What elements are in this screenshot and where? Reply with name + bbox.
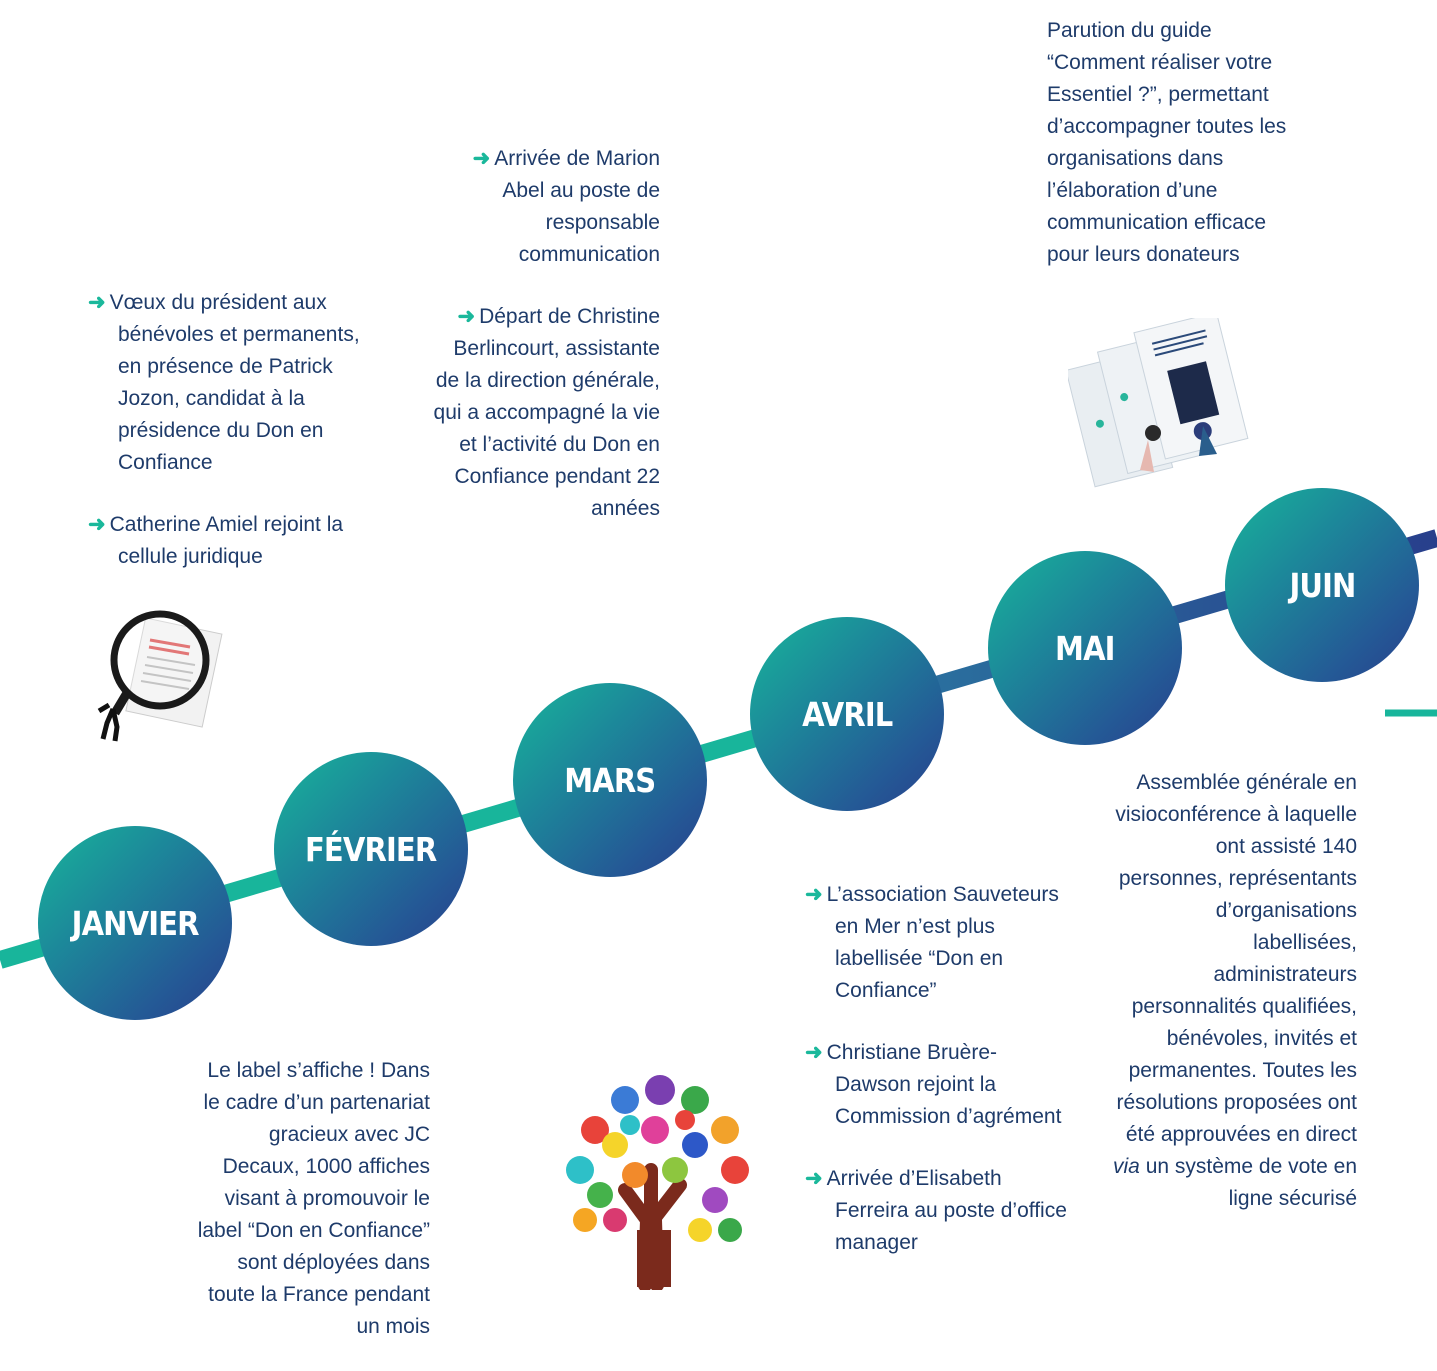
guide-booklets-icon (1068, 318, 1249, 488)
mars-events: ➜Arrivée de Marion Abel au poste de resp… (430, 143, 660, 555)
hands-tree-icon (566, 1075, 749, 1290)
janvier-event: ➜Catherine Amiel rejoint la cellule juri… (88, 513, 344, 568)
avril-event: ➜Arrivée d’Elisabeth Ferreira au poste d… (805, 1167, 1067, 1254)
mars-event: ➜Départ de Christine Berlincourt, assist… (433, 305, 660, 520)
arrow-right-icon: ➜ (457, 305, 476, 328)
month-label-juin: JUIN (1288, 565, 1356, 605)
arrow-right-icon: ➜ (805, 1167, 823, 1190)
month-circle-janvier: JANVIER (38, 826, 232, 1020)
janvier-events: ➜Vœux du président aux bénévoles et perm… (88, 287, 388, 603)
month-circle-mars: MARS (513, 683, 707, 877)
month-label-avril: AVRIL (801, 694, 893, 734)
month-circle-fevrier: FÉVRIER (274, 752, 468, 946)
mars-event: ➜Arrivée de Marion Abel au poste de resp… (472, 147, 660, 266)
arrow-right-icon: ➜ (805, 883, 823, 906)
arrow-right-icon: ➜ (88, 513, 106, 536)
avril-event: ➜L’association Sauveteurs en Mer n’est p… (805, 883, 1059, 1002)
fevrier-event: Le label s’affiche ! Dans le cadre d’un … (197, 1059, 430, 1338)
month-label-janvier: JANVIER (71, 903, 200, 943)
janvier-event: ➜Vœux du président aux bénévoles et perm… (88, 291, 360, 474)
month-label-mai: MAI (1055, 628, 1115, 668)
month-label-fevrier: FÉVRIER (305, 829, 437, 869)
month-label-mars: MARS (564, 760, 656, 800)
timeline-band (0, 529, 1437, 969)
avril-events: ➜L’association Sauveteurs en Mer n’est p… (805, 879, 1070, 1289)
arrow-right-icon: ➜ (88, 291, 106, 314)
juin-event: Assemblée générale en visioconférence à … (1113, 771, 1357, 1210)
month-circle-juin: JUIN (1225, 488, 1419, 682)
month-circle-avril: AVRIL (750, 617, 944, 811)
arrow-right-icon: ➜ (805, 1041, 823, 1064)
magnifier-document-icon (97, 610, 223, 742)
mai-event: Parution du guide “Comment réaliser votr… (1047, 19, 1287, 266)
avril-event: ➜Christiane Bruère-Dawson rejoint la Com… (805, 1041, 1062, 1128)
arrow-right-icon: ➜ (472, 147, 491, 170)
month-circle-mai: MAI (988, 551, 1182, 745)
